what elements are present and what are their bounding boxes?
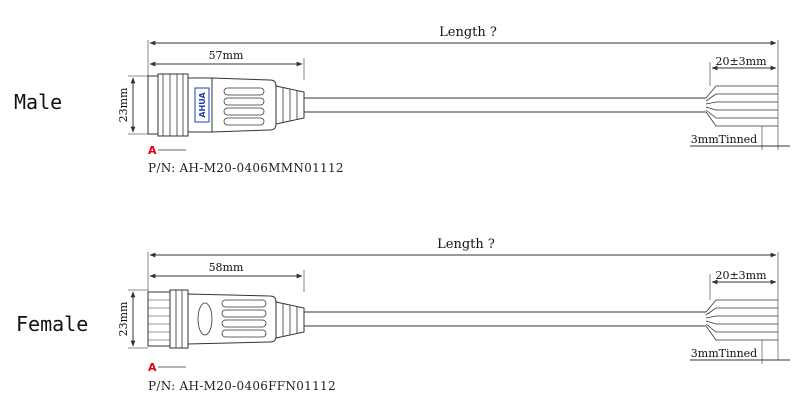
male-assembly: Length ? 57mm 23mm AHUA: [117, 25, 790, 151]
female-length-label: Length ?: [437, 237, 495, 252]
male-length-label: Length ?: [439, 25, 497, 40]
male-diameter: 23mm: [117, 87, 130, 122]
ahua-logo: AHUA: [194, 87, 210, 123]
female-wires: [705, 299, 778, 341]
male-marker-a: A: [148, 144, 157, 157]
male-tinned: 3mmTinned: [691, 133, 757, 146]
female-connector-length: 58mm: [209, 261, 244, 274]
male-strip-length: 20±3mm: [715, 55, 767, 68]
male-title: Male: [14, 90, 63, 114]
ahua-logo-text: AHUA: [198, 92, 207, 118]
female-part-number: P/N: AH-M20-0406FFN01112: [148, 379, 336, 393]
female-diameter: 23mm: [117, 301, 130, 336]
female-assembly: Length ? 58mm 23mm: [117, 237, 790, 368]
female-strip-length: 20±3mm: [715, 269, 767, 282]
male-connector-length: 57mm: [209, 49, 244, 62]
male-wires: [705, 85, 778, 127]
female-title: Female: [16, 312, 89, 336]
female-tinned: 3mmTinned: [691, 347, 757, 360]
female-marker-a: A: [148, 361, 157, 374]
male-part-number: P/N: AH-M20-0406MMN01112: [148, 161, 344, 175]
